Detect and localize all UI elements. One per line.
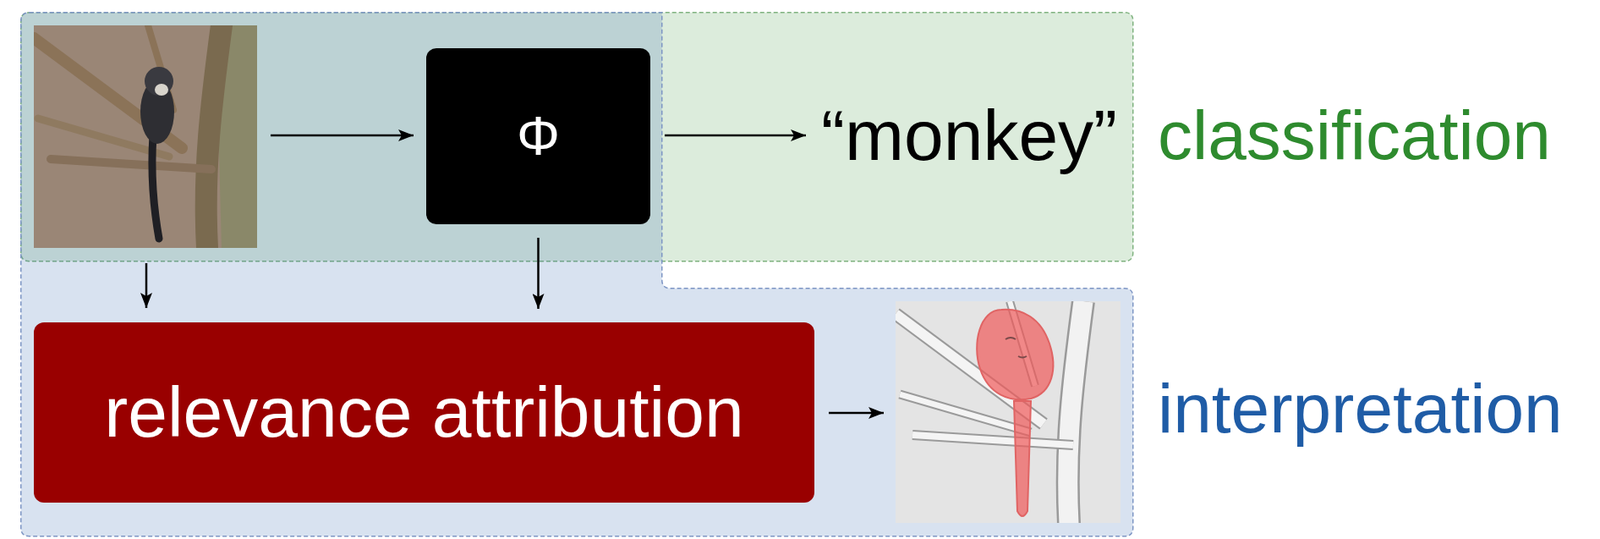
tree-trunk bbox=[206, 25, 222, 248]
branch-fill bbox=[912, 434, 1074, 445]
monkey-head bbox=[144, 66, 174, 96]
monkey-tail bbox=[152, 135, 159, 239]
region-label: interpretation bbox=[1157, 367, 1563, 450]
connector-arrow bbox=[536, 237, 540, 309]
branch-edge bbox=[1068, 301, 1084, 523]
flow-arrow bbox=[828, 411, 884, 415]
region-label: classification bbox=[1157, 93, 1551, 177]
input-photo bbox=[33, 25, 258, 248]
heatmap-edges bbox=[895, 301, 1084, 523]
branch-fill bbox=[899, 394, 1031, 433]
flow-arrow bbox=[270, 134, 414, 137]
flow-arrow bbox=[664, 134, 806, 137]
monkey-face bbox=[154, 83, 169, 96]
branch-edge bbox=[912, 434, 1074, 445]
box-label: Φ bbox=[516, 104, 560, 170]
heatmap-background bbox=[895, 301, 1121, 523]
relevance-blob bbox=[976, 309, 1053, 400]
branch-edge bbox=[899, 394, 1031, 433]
relevance-heatmap bbox=[895, 301, 1121, 523]
output-label: “monkey” bbox=[821, 93, 1118, 179]
process-box: Φ bbox=[426, 48, 651, 225]
heatmap-detail bbox=[1005, 337, 1027, 358]
process-box: relevance attribution bbox=[33, 322, 815, 503]
region-shape bbox=[21, 12, 1134, 537]
branch-fill bbox=[1068, 301, 1084, 523]
branch bbox=[50, 158, 212, 170]
region-shape bbox=[21, 12, 1134, 262]
photo-background bbox=[33, 25, 258, 248]
relevance-tail bbox=[1013, 400, 1031, 516]
label-holder: “monkey” bbox=[821, 93, 1118, 179]
flow-arrow bbox=[145, 263, 148, 308]
box-label: relevance attribution bbox=[104, 369, 744, 455]
